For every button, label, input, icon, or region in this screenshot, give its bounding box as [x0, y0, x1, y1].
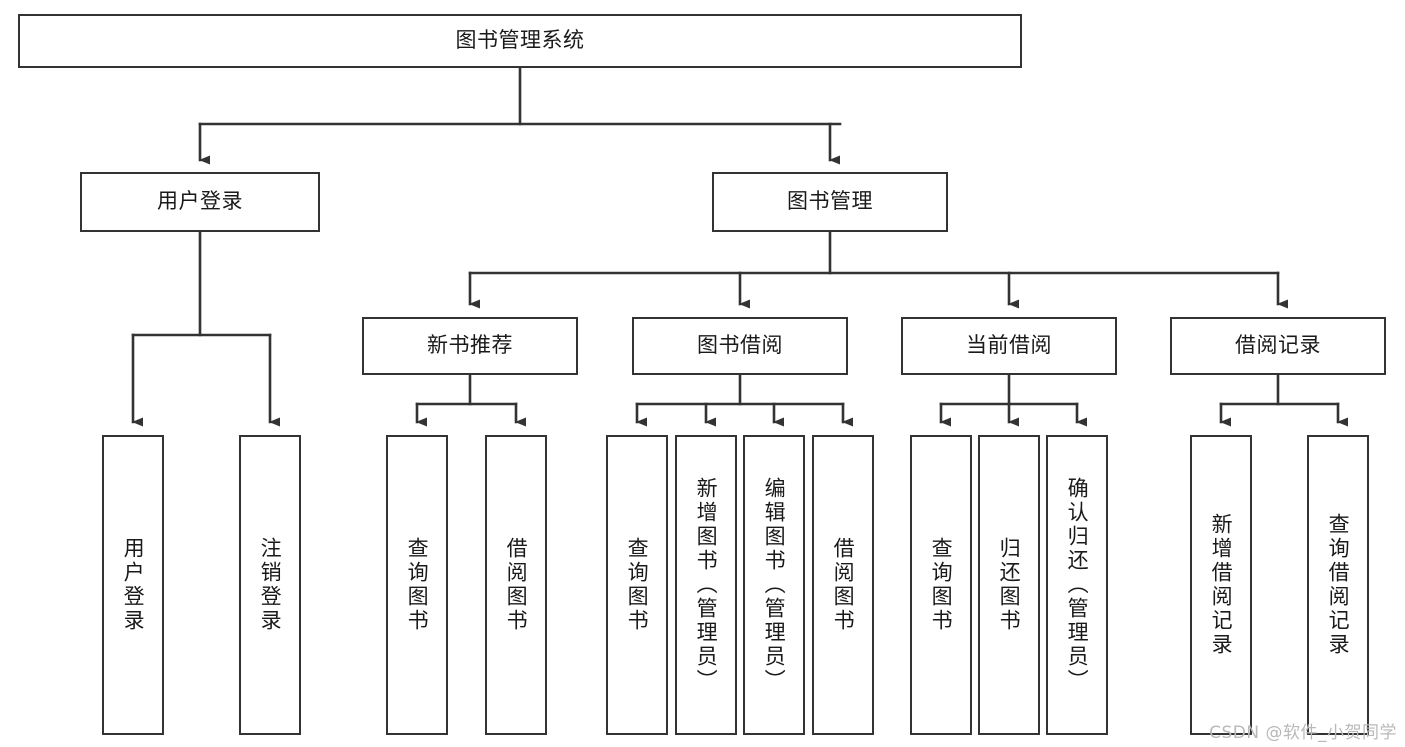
node-leaf-borrow-book-2[interactable]: 借阅图书	[812, 435, 874, 735]
node-leaf-query-record[interactable]: 查询借阅记录	[1307, 435, 1369, 735]
node-leaf-add-record[interactable]: 新增借阅记录	[1190, 435, 1252, 735]
node-leaf-borrow-book-1[interactable]: 借阅图书	[485, 435, 547, 735]
node-borrow-record[interactable]: 借阅记录	[1170, 317, 1386, 375]
node-leaf-query-book-3[interactable]: 查询图书	[910, 435, 972, 735]
node-leaf-return-book[interactable]: 归还图书	[978, 435, 1040, 735]
node-leaf-query-book-2-label: 查询图书	[625, 537, 650, 633]
node-leaf-edit-book-label: 编辑图书（管理员）	[762, 477, 787, 693]
node-leaf-confirm-return-label: 确认归还（管理员）	[1065, 477, 1090, 693]
node-book-borrow-label: 图书借阅	[697, 333, 783, 358]
node-new-book-recommend[interactable]: 新书推荐	[362, 317, 578, 375]
node-leaf-logout[interactable]: 注销登录	[239, 435, 301, 735]
node-book-manage[interactable]: 图书管理	[712, 172, 948, 232]
node-book-borrow[interactable]: 图书借阅	[632, 317, 848, 375]
node-leaf-borrow-book-2-label: 借阅图书	[831, 537, 856, 633]
node-leaf-add-record-label: 新增借阅记录	[1209, 513, 1234, 657]
node-root[interactable]: 图书管理系统	[18, 14, 1022, 68]
node-leaf-return-book-label: 归还图书	[997, 537, 1022, 633]
node-leaf-edit-book[interactable]: 编辑图书（管理员）	[743, 435, 805, 735]
node-leaf-add-book-label: 新增图书（管理员）	[694, 477, 719, 693]
node-book-manage-label: 图书管理	[787, 189, 873, 214]
node-leaf-borrow-book-1-label: 借阅图书	[504, 537, 529, 633]
node-borrow-record-label: 借阅记录	[1235, 333, 1321, 358]
node-leaf-query-book-1-label: 查询图书	[405, 537, 430, 633]
node-current-borrow[interactable]: 当前借阅	[901, 317, 1117, 375]
node-leaf-user-login[interactable]: 用户登录	[102, 435, 164, 735]
node-leaf-query-book-2[interactable]: 查询图书	[606, 435, 668, 735]
node-root-label: 图书管理系统	[455, 28, 585, 53]
node-new-book-recommend-label: 新书推荐	[427, 333, 513, 358]
node-leaf-query-book-1[interactable]: 查询图书	[386, 435, 448, 735]
node-leaf-confirm-return[interactable]: 确认归还（管理员）	[1046, 435, 1108, 735]
node-user-login[interactable]: 用户登录	[80, 172, 320, 232]
node-leaf-add-book[interactable]: 新增图书（管理员）	[675, 435, 737, 735]
node-leaf-query-record-label: 查询借阅记录	[1326, 513, 1351, 657]
node-leaf-logout-label: 注销登录	[258, 537, 283, 633]
node-leaf-user-login-label: 用户登录	[121, 537, 146, 633]
node-leaf-query-book-3-label: 查询图书	[929, 537, 954, 633]
node-current-borrow-label: 当前借阅	[966, 333, 1052, 358]
node-user-login-label: 用户登录	[157, 189, 243, 214]
